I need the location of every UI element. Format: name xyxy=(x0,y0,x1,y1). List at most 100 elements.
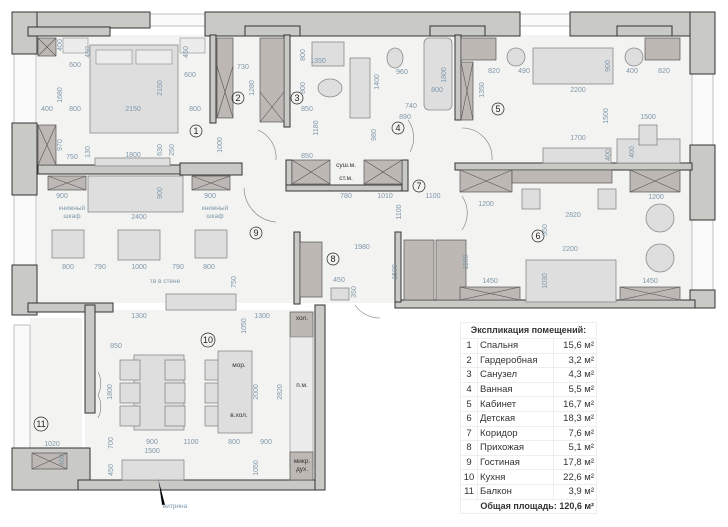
dimension: 800 xyxy=(189,106,201,113)
room-number-8: 8 xyxy=(330,254,335,264)
room-area: 16,7 м² xyxy=(552,396,598,412)
dimension: 980 xyxy=(371,129,378,141)
dimension: 1300 xyxy=(254,313,270,320)
dimension: 1000 xyxy=(131,264,147,271)
tv-label: тв в стене xyxy=(150,278,181,285)
dimension: 1050 xyxy=(241,318,248,334)
freezer-label: мор. xyxy=(232,362,246,369)
dimension: 750 xyxy=(231,276,238,288)
room-number: 3 xyxy=(460,367,478,383)
dimension: 1200 xyxy=(648,194,664,201)
room-number: 11 xyxy=(460,483,478,500)
room-area: 5,5 м² xyxy=(552,381,598,398)
room-number: 4 xyxy=(460,381,478,398)
dimension: 970 xyxy=(57,139,64,151)
room-number-11: 11 xyxy=(36,419,45,429)
dimension: 750 xyxy=(66,154,78,161)
showcase-label: витрина xyxy=(163,503,188,510)
dimension: 550 xyxy=(542,224,549,236)
dimension: 2000 xyxy=(253,384,260,400)
room-number: 1 xyxy=(460,338,478,354)
bookcase-label: шкаф xyxy=(63,213,81,220)
dimension: 1300 xyxy=(131,313,147,320)
room-name: Санузел xyxy=(477,367,554,383)
dimension: 800 xyxy=(431,87,443,94)
room-number: 5 xyxy=(460,396,478,412)
total-area: Общая площадь: 120,6 м² xyxy=(460,498,597,515)
room-area: 15,6 м² xyxy=(552,338,598,354)
dimension: 250 xyxy=(169,144,176,156)
room-number-7: 7 xyxy=(416,181,421,191)
dimension: 630 xyxy=(157,144,164,156)
bookcase-label: книжный xyxy=(202,204,229,212)
legend-title: Экспликация помещений: xyxy=(460,322,597,339)
dimension: 2400 xyxy=(131,214,147,221)
dimension: 890 xyxy=(399,114,411,121)
room-name: Ванная xyxy=(477,381,554,398)
dimension: 800 xyxy=(62,264,74,271)
dimension: 900 xyxy=(605,60,612,72)
dimension: 2820 xyxy=(565,212,581,219)
dimension: 400 xyxy=(41,106,53,113)
room-number: 8 xyxy=(460,440,478,456)
dimension: 350 xyxy=(351,286,358,298)
room-area: 7,6 м² xyxy=(552,425,598,442)
room-name: Детская xyxy=(477,410,554,427)
dimension: 1450 xyxy=(482,278,498,285)
dimension: 1980 xyxy=(354,244,370,251)
room-number-6: 6 xyxy=(535,231,540,241)
room-number-2: 2 xyxy=(235,93,240,103)
dishwasher-label: п.м. xyxy=(296,382,308,389)
dimension: 400 xyxy=(59,454,66,466)
dimension: 1350 xyxy=(479,82,486,98)
dimension: 800 xyxy=(300,82,307,94)
room-name: Балкон xyxy=(477,483,554,500)
dimension: 400 xyxy=(605,149,612,161)
dimension: 740 xyxy=(405,103,417,110)
dimension: 400 xyxy=(626,68,638,75)
dimension: 1010 xyxy=(377,193,393,200)
dimension: 450 xyxy=(183,46,190,58)
dimension: 900 xyxy=(157,187,164,199)
furniture xyxy=(51,37,681,481)
room-number: 2 xyxy=(460,352,478,369)
room-area: 18,3 м² xyxy=(552,410,598,427)
dimension: 600 xyxy=(69,62,81,69)
dimension: 1500 xyxy=(603,108,610,124)
room-number-5: 5 xyxy=(495,104,500,114)
room-number: 6 xyxy=(460,410,478,427)
room-name: Кабинет xyxy=(477,396,554,412)
dimension: 800 xyxy=(69,106,81,113)
room-number: 10 xyxy=(460,469,478,485)
dimension: 800 xyxy=(203,264,215,271)
room-name: Гардеробная xyxy=(477,352,554,369)
dimension: 600 xyxy=(184,72,196,79)
room-area: 4,3 м² xyxy=(552,367,598,383)
dimension: 790 xyxy=(172,264,184,271)
dimensions: 400 450 600 600 450 1680 2150 400 800 21… xyxy=(41,39,670,476)
dimension: 1400 xyxy=(374,74,381,90)
dimension: 400 xyxy=(629,146,636,158)
dimension: 780 xyxy=(340,193,352,200)
dimension: 790 xyxy=(94,264,106,271)
dimension: 1800 xyxy=(107,384,114,400)
dimension: 850 xyxy=(301,153,313,160)
dimension: 2200 xyxy=(570,87,586,94)
dimension: 820 xyxy=(488,68,500,75)
bookcase-label: шкаф xyxy=(206,213,224,220)
room-number: 9 xyxy=(460,454,478,471)
dimension: 850 xyxy=(301,106,313,113)
fridge-label: хол. xyxy=(296,315,308,322)
room-numbers: 1 2 3 4 5 6 7 8 9 10 11 xyxy=(33,91,545,432)
dimension: 1180 xyxy=(313,120,320,135)
room-name: Кухня xyxy=(477,469,554,485)
room-area: 5,1 м² xyxy=(552,440,598,456)
room-name: Спальня xyxy=(477,338,554,354)
dimension: 900 xyxy=(56,193,68,200)
